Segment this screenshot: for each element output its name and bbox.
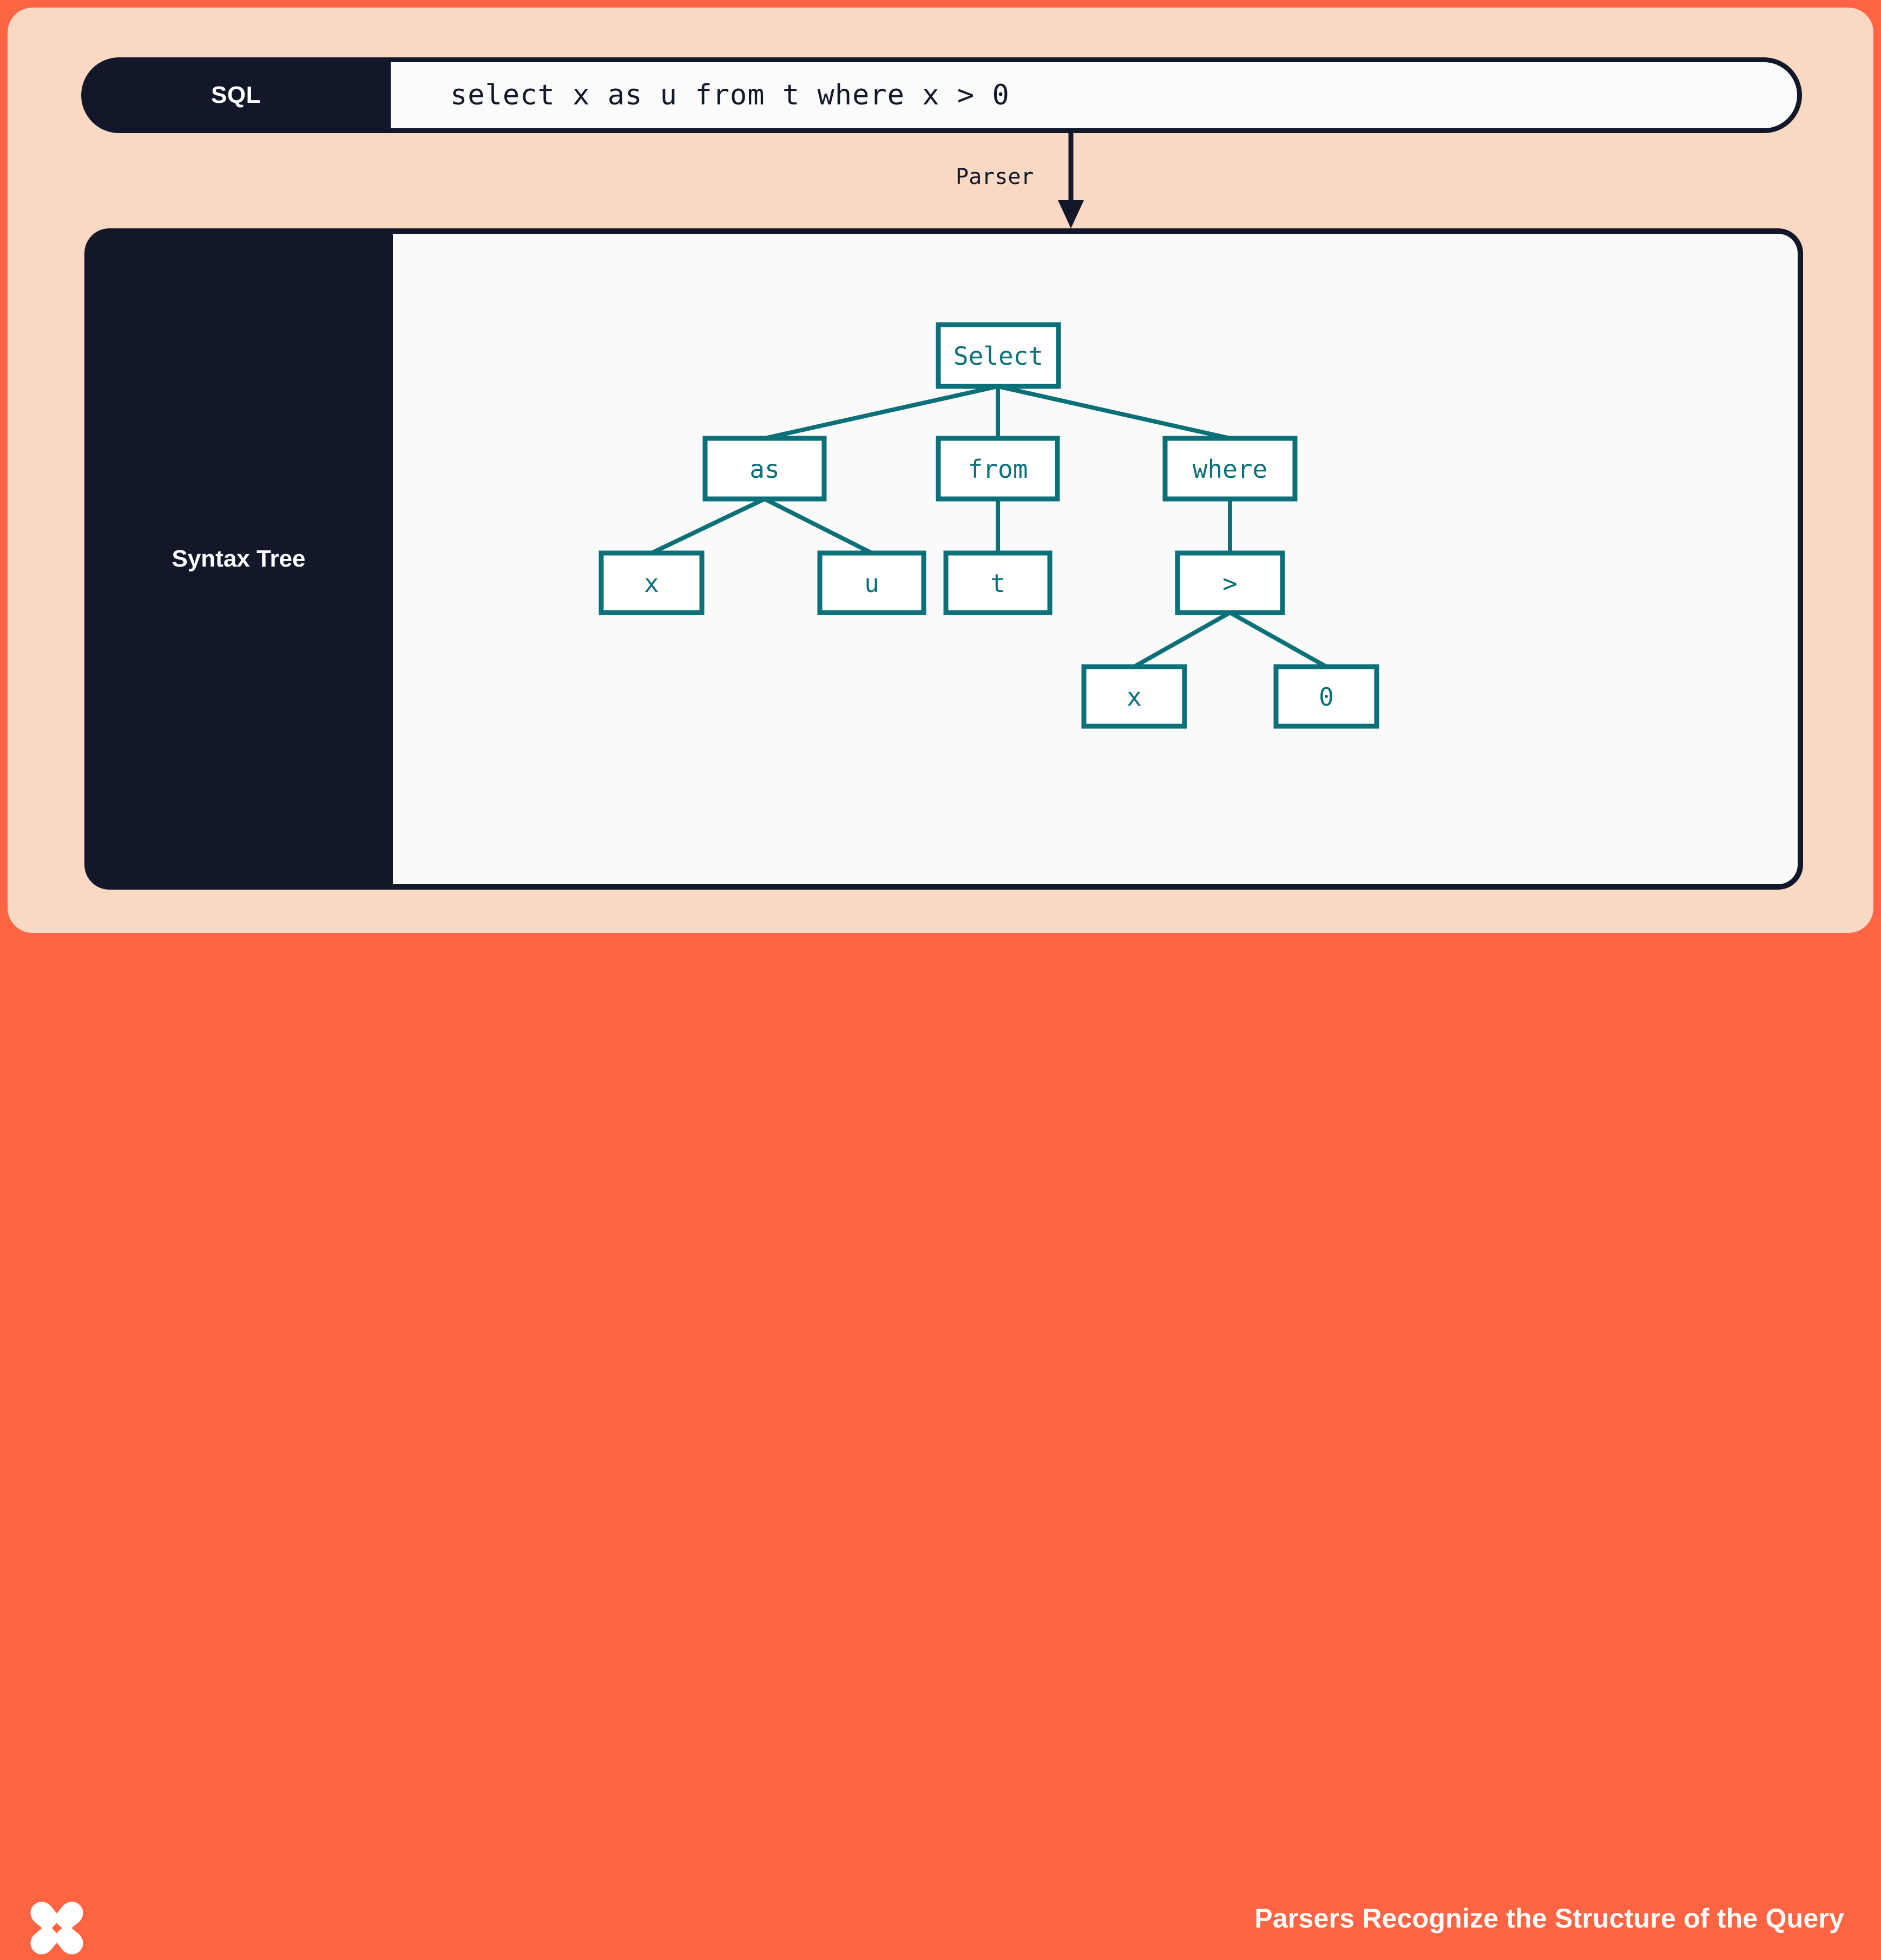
tree-node-gt-left[interactable]: x <box>1081 664 1187 729</box>
tree-node-gt-right-label: 0 <box>1319 682 1334 712</box>
syntax-tree-label: Syntax Tree <box>172 545 306 572</box>
tree-node-gt-label: > <box>1222 569 1238 598</box>
footer-bar: Parsers Recognize the Structure of the Q… <box>0 933 1881 1955</box>
sql-query-field[interactable]: select x as u from t where x > 0 <box>391 62 1797 128</box>
tree-node-where[interactable]: where <box>1162 436 1298 502</box>
sql-label: SQL <box>211 82 261 108</box>
syntax-tree-graph: Select as from where <box>598 322 1379 729</box>
tree-node-from-child-label: t <box>990 569 1005 598</box>
sql-row: SQL select x as u from t where x > 0 <box>81 57 1802 133</box>
tree-node-from-label: from <box>968 455 1028 484</box>
parser-arrow-icon <box>1058 133 1084 228</box>
tree-node-where-label: where <box>1193 455 1267 484</box>
sql-query-text: select x as u from t where x > 0 <box>450 79 1010 111</box>
tree-node-as-right[interactable]: u <box>817 550 926 615</box>
tree-node-select-label: Select <box>953 341 1043 371</box>
tree-node-as[interactable]: as <box>702 436 827 502</box>
syntax-tree-panel: Syntax Tree <box>84 228 1803 890</box>
tree-node-gt-right[interactable]: 0 <box>1273 664 1379 729</box>
tree-node-as-right-label: u <box>864 569 879 598</box>
tree-node-from-child[interactable]: t <box>943 550 1053 615</box>
content-card: SQL select x as u from t where x > 0 Par… <box>8 8 1873 933</box>
parser-arrow-label: Parser <box>956 165 1034 189</box>
tree-node-gt-left-label: x <box>1127 682 1142 712</box>
tree-node-from[interactable]: from <box>936 436 1060 502</box>
slide-root: SQL select x as u from t where x > 0 Par… <box>0 8 1881 1955</box>
butterfly-x-logo-icon <box>30 1902 83 1955</box>
tree-node-as-left[interactable]: x <box>598 550 705 615</box>
tree-node-gt[interactable]: > <box>1175 550 1285 615</box>
tree-node-select[interactable]: Select <box>936 322 1061 389</box>
footer-caption: Parsers Recognize the Structure of the Q… <box>1254 1903 1844 1933</box>
tree-node-as-label: as <box>749 455 779 484</box>
syntax-tree-canvas: Select as from where <box>393 234 1798 884</box>
tree-edges <box>650 384 1327 669</box>
tree-node-as-left-label: x <box>644 569 659 598</box>
